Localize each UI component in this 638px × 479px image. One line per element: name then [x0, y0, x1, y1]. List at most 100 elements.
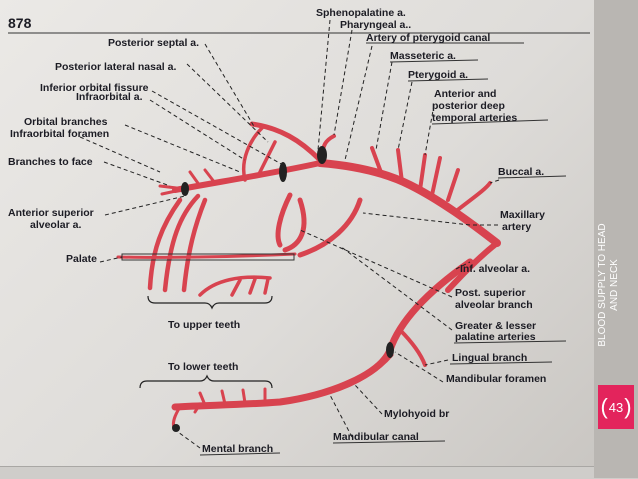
leader-mylohyoid [354, 384, 383, 415]
label-buccal: Buccal a. [498, 166, 544, 178]
label-artery-pterygoid-canal: Artery of pterygoid canal [366, 32, 490, 44]
label-temporal-arteries: temporal arteries [432, 112, 517, 124]
underline-pterygoid [407, 78, 489, 82]
leader-pterygoid-canal [344, 45, 373, 161]
leader-mental-branch [177, 431, 201, 449]
label-posterior-septal: Posterior septal a. [108, 37, 199, 49]
inferior-alveolar-artery [171, 258, 474, 411]
label-lingual-branch: Lingual branch [452, 352, 527, 364]
label-orbital-branches: Orbital branches [24, 116, 108, 128]
descending-palatine-vessel [297, 197, 363, 258]
label-alveolar-a: alveolar a. [30, 219, 81, 231]
label-infraorbital: Infraorbital a. [76, 91, 143, 103]
leader-pharyngeal [333, 29, 353, 136]
underline-buccal [497, 175, 567, 179]
diagram-labels: 878 Sphenopalatine a. Pharyngeal a.. Art… [8, 7, 590, 455]
label-masseteric: Masseteric a. [390, 50, 456, 62]
label-pterygoid: Pterygoid a. [408, 69, 468, 81]
label-palatine-arteries: palatine arteries [455, 331, 536, 343]
sphenopalatine-foramen-marker [317, 146, 327, 164]
label-to-lower-teeth: To lower teeth [168, 361, 238, 373]
mental-foramen-marker [172, 424, 180, 432]
posterior-superior-alveolar-vessels [275, 192, 307, 253]
leader-temporal [424, 104, 435, 156]
underline-lingual [449, 361, 553, 365]
label-mental-branch: Mental branch [202, 443, 273, 455]
leader-infraorbital [149, 99, 246, 161]
lower-teeth-branches [193, 387, 267, 414]
label-mandibular-foramen: Mandibular foramen [446, 373, 546, 385]
label-greater-lesser: Greater & lesser [455, 320, 536, 332]
upper-teeth-branches [198, 275, 272, 297]
label-posterior-deep: posterior deep [432, 100, 505, 112]
orbital-branch-vessels [242, 126, 277, 182]
slide-number-badge: ( 43 ) [598, 385, 634, 429]
lingual-branch-vessel [398, 328, 427, 367]
leader-masseteric [375, 61, 393, 151]
label-artery: artery [502, 221, 531, 233]
textbook-page-photo: 878 Sphenopalatine a. Pharyngeal a.. Art… [0, 0, 594, 478]
underline-palatine-arteries [453, 340, 567, 344]
inferior-orbital-fissure-marker [279, 162, 287, 182]
label-inferior-orbital-fissure: Inferior orbital fissure [40, 82, 149, 94]
underline-temporal-arteries [431, 119, 549, 125]
underline-mandibular-canal [332, 440, 446, 444]
leader-mandibular-canal [329, 394, 353, 438]
label-to-upper-teeth: To upper teeth [168, 319, 240, 331]
leader-inf-alveolar [455, 261, 471, 270]
page-number: 878 [8, 15, 32, 31]
buccal-vessel [453, 181, 492, 214]
maxillary-artery-origin-spur [445, 240, 500, 293]
infraorbital-foramen-marker [181, 182, 189, 196]
leader-post-superior [299, 229, 453, 298]
artery-paths [116, 121, 501, 430]
label-maxillary: Maxillary [500, 209, 545, 221]
upper-teeth-brace [147, 295, 273, 310]
leader-palate [99, 256, 123, 263]
label-branches-to-face: Branches to face [8, 156, 93, 168]
leader-infraorbital-foramen [79, 136, 161, 173]
label-alveolar-branch: alveolar branch [455, 299, 533, 311]
label-post-superior: Post. superior [455, 287, 526, 299]
foramen-markers [121, 146, 394, 432]
slide-number: 43 [608, 399, 624, 415]
label-anterior-and: Anterior and [434, 88, 496, 100]
leader-orbital-branches [124, 124, 241, 173]
mandibular-foramen-marker [386, 342, 394, 358]
leader-sphenopalatine [317, 19, 331, 151]
label-sphenopalatine: Sphenopalatine a. [316, 7, 406, 19]
label-palate: Palate [66, 253, 97, 265]
leader-posterior-lateral-nasal [186, 63, 269, 143]
underline-mental-branch [199, 452, 281, 456]
label-mylohyoid: Mylohyoid br [384, 408, 449, 420]
label-mandibular-canal: Mandibular canal [333, 431, 419, 443]
branches-to-face-vessels [158, 168, 217, 196]
leader-posterior-septal [204, 43, 256, 129]
label-inf-alveolar: Inf. alveolar a. [460, 263, 530, 275]
leader-lingual [424, 359, 449, 366]
leader-mandibular-foramen [394, 351, 444, 383]
maxillary-artery-diagram: 878 Sphenopalatine a. Pharyngeal a.. Art… [8, 7, 590, 456]
left-bracket-icon: ( [600, 394, 608, 419]
label-anterior-superior: Anterior superior [8, 207, 94, 219]
leader-pterygoid [397, 81, 413, 151]
slide-bottom-strip [0, 466, 638, 479]
sphenopalatine-vessel [249, 121, 323, 163]
anterior-superior-alveolar-vessels [147, 193, 208, 293]
mylohyoid-vessel [318, 353, 394, 397]
palatine-artery-line [116, 252, 297, 259]
temporal-branch-vessels [370, 146, 460, 202]
lower-teeth-brace [139, 374, 273, 389]
underline-masseteric [389, 59, 479, 63]
leader-palatine-arteries [339, 245, 453, 331]
maxillary-artery-trunk [316, 159, 501, 247]
leader-lines [79, 19, 500, 449]
right-bracket-icon: ) [624, 394, 632, 419]
label-underlines [199, 42, 567, 456]
label-posterior-lateral-nasal: Posterior lateral nasal a. [55, 61, 176, 73]
label-pharyngeal: Pharyngeal a.. [340, 19, 411, 31]
infraorbital-artery [172, 160, 323, 193]
leader-buccal [489, 179, 500, 184]
label-infraorbital-foramen: Infraorbital foramen [10, 128, 109, 140]
leader-maxillary [362, 212, 498, 226]
